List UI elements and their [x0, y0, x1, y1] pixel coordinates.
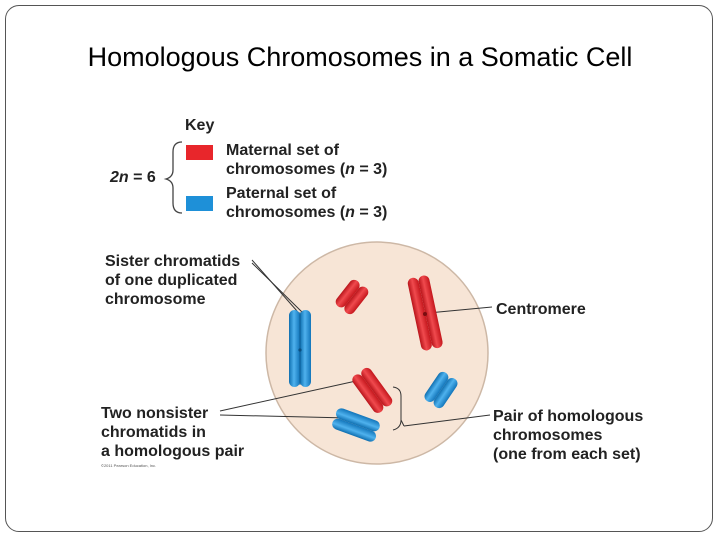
slide-frame: [5, 5, 713, 532]
pair-bracket: [392, 386, 405, 431]
sister-label-line2: of one duplicated: [105, 272, 238, 289]
paternal-key-line1: Paternal set of: [226, 185, 337, 202]
maternal-key-label: Maternal set of chromosomes (n = 3): [226, 141, 387, 179]
nonsister-label-line2: chromatids in: [101, 424, 206, 441]
nonsister-leader-2: [219, 414, 349, 419]
blue-large-chromosome: [289, 310, 311, 387]
key-title: Key: [185, 117, 215, 134]
paternal-key-line2: chromosomes (n = 3): [226, 204, 388, 221]
ploidy-label: 2n = 6: [110, 169, 156, 186]
sister-label-line3: chromosome: [105, 291, 206, 308]
sister-leader-2: [251, 262, 304, 314]
nonsister-label-line1: Two nonsister: [101, 405, 209, 422]
blue-small-chromosome: [424, 371, 458, 409]
nonsister-leader-1: [219, 380, 357, 412]
maternal-key-line1: Maternal set of: [226, 142, 339, 159]
red-medium-chromosome: [352, 367, 393, 413]
pair-label-line1: Pair of homologous: [493, 408, 644, 425]
centromere-marks: [298, 312, 427, 352]
pair-leader: [403, 414, 491, 427]
copyright-notice: ©2011 Pearson Education, Inc.: [101, 463, 157, 468]
maternal-key-line2: chromosomes (n = 3): [226, 161, 388, 178]
red-large-chromosome: [407, 275, 443, 351]
centromere-label: Centromere: [496, 301, 586, 318]
red-small-chromosome: [335, 279, 369, 315]
blue-medium-chromosome: [332, 408, 380, 442]
nonsister-chromatids-label: Two nonsister chromatids in a homologous…: [101, 404, 244, 461]
centromere-leader: [427, 306, 493, 314]
nonsister-label-line3: a homologous pair: [101, 443, 245, 460]
slide-title: Homologous Chromosomes in a Somatic Cell: [87, 42, 633, 72]
homologous-pair-label: Pair of homologous chromosomes (one from…: [493, 407, 643, 464]
maternal-swatch: [186, 145, 213, 160]
key-bracket: [163, 141, 183, 214]
pair-label-line2: chromosomes: [493, 427, 603, 444]
sister-label-line1: Sister chromatids: [105, 253, 241, 270]
pair-label-line3: (one from each set): [493, 446, 641, 463]
paternal-swatch: [186, 196, 213, 211]
sister-chromatids-label: Sister chromatids of one duplicated chro…: [105, 252, 240, 309]
paternal-key-label: Paternal set of chromosomes (n = 3): [226, 184, 387, 222]
